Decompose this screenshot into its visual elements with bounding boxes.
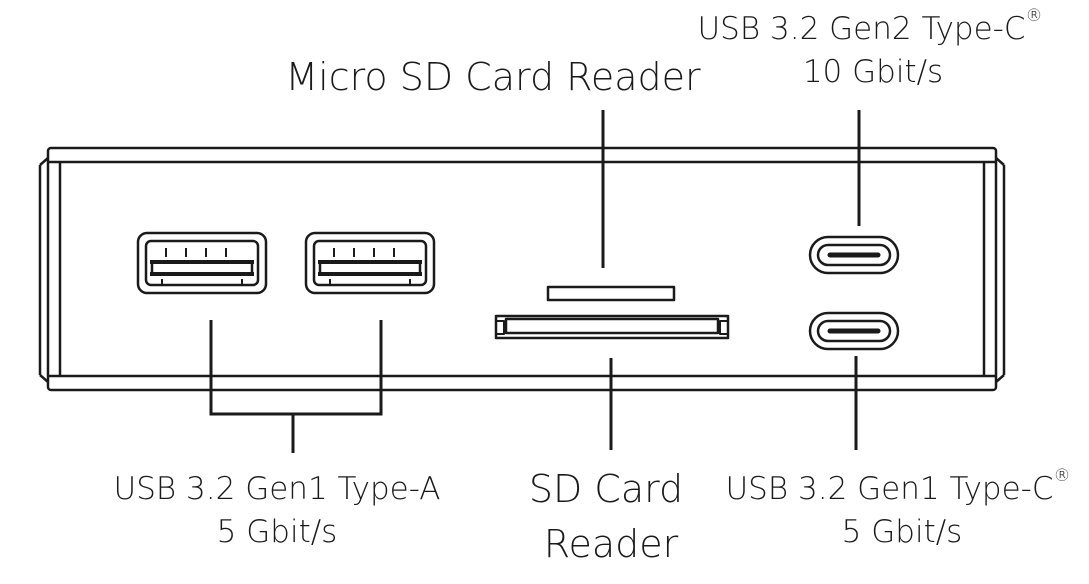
usb-c-gen2-title-text: USB 3.2 Gen2 Type-C	[697, 11, 1026, 47]
usb-a-port-icon	[136, 231, 268, 295]
usb-c-gen1-title-label: USB 3.2 Gen1 Type-C®	[725, 468, 1070, 507]
usb-c-port-icon	[808, 235, 900, 275]
device-housing	[38, 146, 1006, 392]
usb-a-port-icon	[304, 231, 436, 295]
micro-sd-slot-icon	[546, 285, 676, 302]
sd-card-label-line2: Reader	[543, 522, 679, 566]
sd-card-slot-icon	[494, 314, 730, 340]
registered-trademark-icon: ®	[1053, 466, 1071, 486]
usb-c-port-icon	[808, 311, 900, 351]
usb-c-gen1-speed-label: 5 Gbit/s	[841, 514, 963, 550]
usb-a-speed-label: 5 Gbit/s	[216, 514, 338, 550]
sd-card-label-line1: SD Card	[528, 467, 684, 511]
micro-sd-label: Micro SD Card Reader	[285, 55, 701, 99]
usb-c-gen2-title-label: USB 3.2 Gen2 Type-C®	[697, 8, 1042, 47]
usb-a-title-label: USB 3.2 Gen1 Type-A	[113, 471, 441, 507]
usb-c-gen2-speed-label: 10 Gbit/s	[802, 54, 944, 90]
registered-trademark-icon: ®	[1025, 6, 1043, 26]
usb-c-gen1-title-text: USB 3.2 Gen1 Type-C	[725, 471, 1054, 507]
usb-a-leader-bracket	[209, 320, 383, 453]
